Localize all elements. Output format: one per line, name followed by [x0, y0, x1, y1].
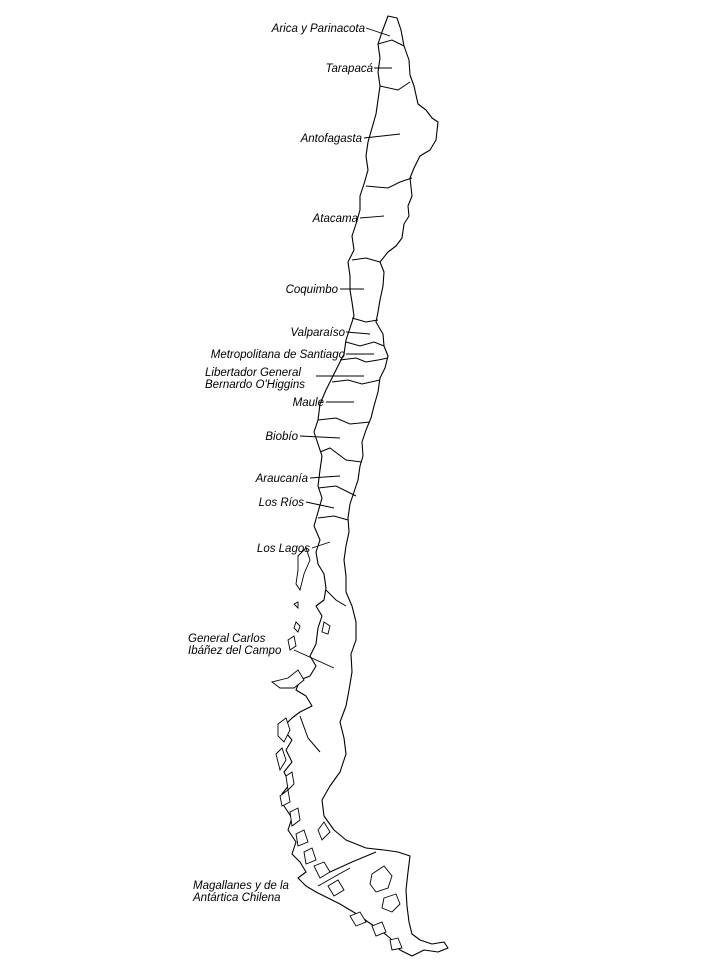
- label-losrios: Los Ríos: [259, 497, 305, 509]
- label-araucania: Araucanía: [255, 473, 308, 485]
- islands: [270, 547, 403, 951]
- label-ohiggins-line2: Bernardo O'Higgins: [205, 379, 305, 391]
- leader-araucania: [309, 475, 341, 479]
- chile-outline: [281, 15, 449, 957]
- label-tarapaca: Tarapacá: [325, 63, 373, 75]
- region-labels: Arica y Parinacota Tarapacá Antofagasta …: [188, 23, 374, 904]
- leader-antofagasta: [363, 133, 401, 139]
- leader-arica: [365, 27, 391, 37]
- leader-valparaiso: [345, 331, 371, 335]
- label-valparaiso: Valparaíso: [290, 327, 345, 339]
- label-atacama: Atacama: [312, 213, 358, 225]
- leader-atacama: [359, 215, 385, 219]
- label-magallanes-line1: Magallanes y de la: [193, 880, 289, 892]
- label-arica: Arica y Parinacota: [271, 23, 365, 35]
- label-maule: Maule: [293, 397, 324, 409]
- leader-loslagos: [311, 541, 331, 549]
- label-aysen-line2: Ibáñez del Campo: [188, 645, 282, 657]
- label-loslagos: Los Lagos: [257, 543, 310, 555]
- label-magallanes-line2: Antártica Chilena: [192, 892, 281, 904]
- label-coquimbo: Coquimbo: [286, 284, 339, 296]
- label-aysen-line1: General Carlos: [188, 633, 266, 645]
- leader-aysen: [293, 649, 335, 669]
- label-metropolitana: Metropolitana de Santiago: [211, 349, 346, 361]
- label-ohiggins-line1: Libertador General: [205, 367, 301, 379]
- label-biobio: Biobío: [265, 431, 298, 443]
- leader-lines: [293, 27, 401, 887]
- region-borders: [299, 39, 413, 873]
- leader-biobio: [299, 435, 341, 439]
- label-antofagasta: Antofagasta: [300, 133, 362, 145]
- leader-losrios: [305, 501, 335, 509]
- leader-magallanes: [317, 867, 351, 887]
